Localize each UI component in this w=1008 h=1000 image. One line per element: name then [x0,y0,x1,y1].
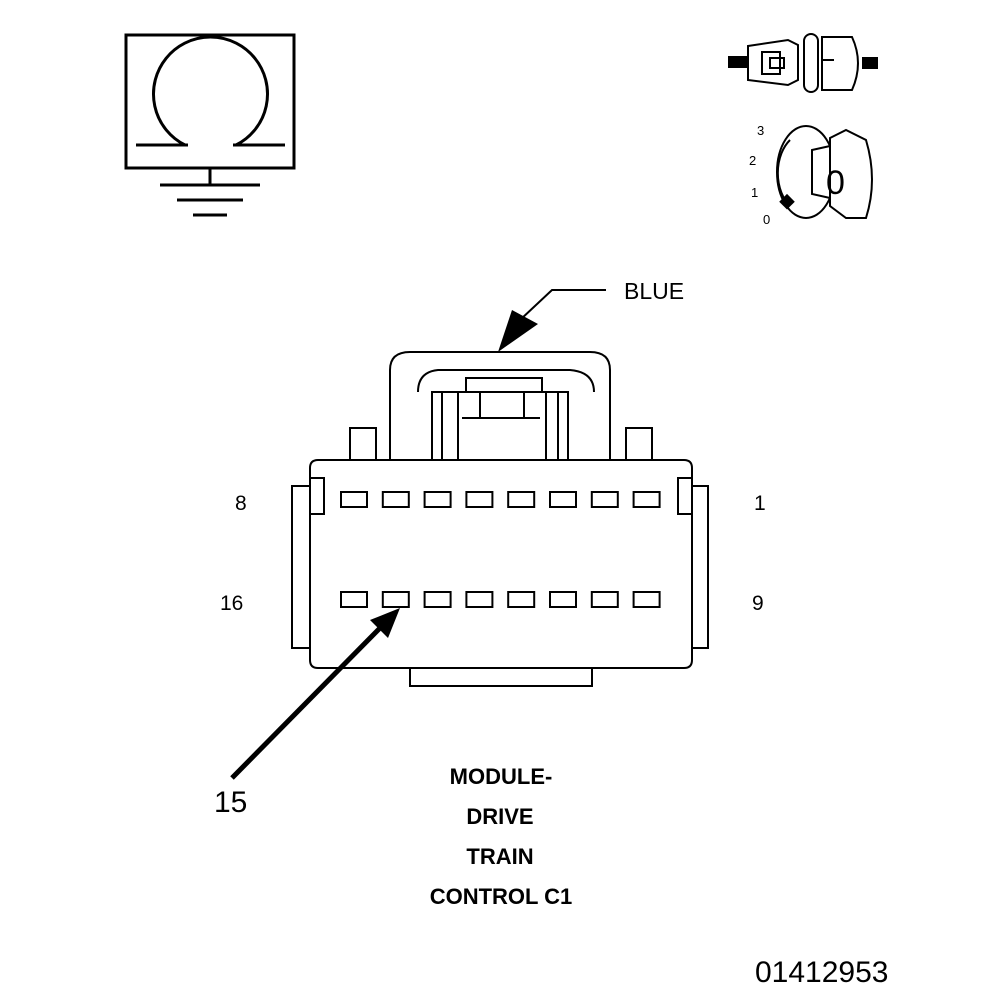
pin-cavity-13 [465,591,494,608]
pin-cavity-5 [465,491,494,508]
pin-cavity-16 [340,591,368,608]
connector-color-label: BLUE [624,278,684,304]
connector-face [291,351,709,687]
title-line-2: DRIVE [466,804,533,829]
figure-id: 01412953 [755,956,888,989]
callout-pin-number: 15 [214,786,247,819]
pin-cavity-4 [507,491,536,508]
pin-cavities [340,491,661,608]
pin-label-16: 16 [220,592,243,615]
pin-cavity-6 [423,491,452,508]
pin-label-1: 1 [754,492,766,515]
title-line-4: CONTROL C1 [430,884,573,909]
pin-cavity-1 [632,491,661,508]
key-position-3: 3 [757,123,764,138]
pin-label-8: 8 [235,492,247,515]
pin-cavity-8 [340,491,368,508]
pin-cavity-12 [507,591,536,608]
pin-cavity-11 [549,591,577,608]
pin-cavity-15 [381,591,410,608]
key-label: 0 [826,164,845,202]
key-position-1: 1 [751,185,758,200]
key-position-0: 0 [763,212,770,227]
pin-cavity-2 [590,491,619,508]
title-line-3: TRAIN [466,844,533,869]
connector-title: MODULE- DRIVE TRAIN CONTROL C1 [430,764,573,909]
title-line-1: MODULE- [450,764,553,789]
ignition-key-off-icon: 3 2 1 0 0 [749,123,873,227]
pin-cavity-14 [423,591,452,608]
pin-label-9: 9 [752,592,764,615]
ohmmeter-ground-icon [124,33,296,217]
pin-cavity-7 [381,491,410,508]
pin-cavity-3 [549,491,577,508]
pin-cavity-10 [590,591,619,608]
disconnected-connector-icon [728,33,878,93]
pin-callout-arrow [230,608,400,780]
key-position-2: 2 [749,153,756,168]
pin-cavity-9 [632,591,661,608]
color-callout [498,289,606,352]
